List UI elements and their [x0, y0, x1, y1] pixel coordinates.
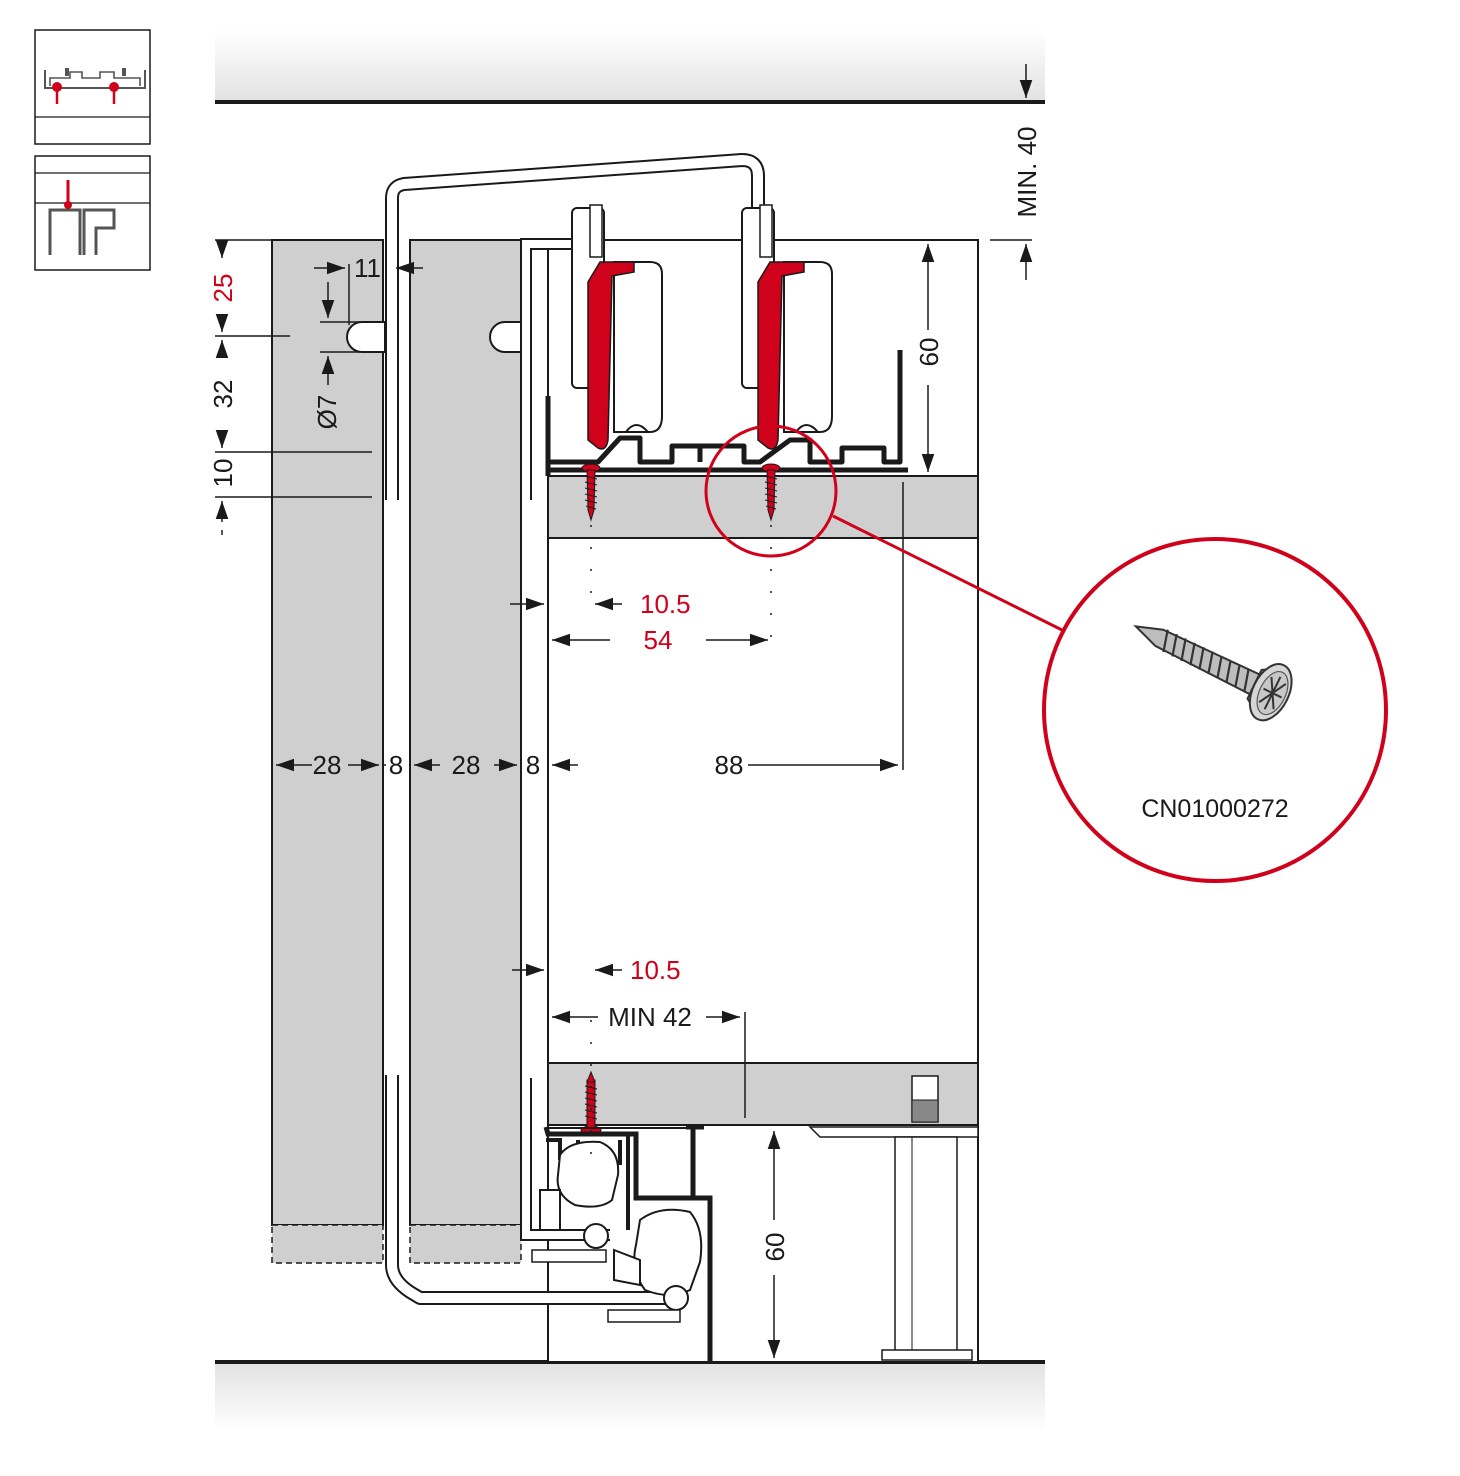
dim-diameter: Ø7: [312, 395, 342, 430]
inner-door: [409, 239, 522, 1226]
top-roller-left: [571, 204, 663, 450]
screw-icon: [1133, 625, 1293, 722]
top-roller-right: [741, 204, 833, 450]
centerlines: [590, 525, 772, 1170]
top-track-profile: [545, 350, 908, 476]
dim-distance-88: 88: [715, 750, 744, 780]
screw-top-left-icon: [581, 463, 601, 522]
dim-min-40: MIN. 40: [1012, 126, 1042, 217]
ceiling: [215, 30, 1045, 104]
door-panels: [271, 239, 522, 1264]
dim-top-25: 25: [208, 274, 238, 303]
dim-gap-11: 11: [354, 253, 381, 283]
detail-callout: CN01000272: [704, 424, 1388, 883]
hinge-hole: [346, 321, 386, 353]
dim-height-60-bottom: 60: [760, 1233, 790, 1262]
dim-gap-8-b: 8: [526, 750, 540, 780]
dim-bottom-10: 10: [208, 459, 238, 488]
dim-door-28-b: 28: [452, 750, 481, 780]
inner-door-extension: [409, 1224, 522, 1264]
top-shelf: [547, 475, 979, 539]
hinge-hole-inner: [489, 321, 522, 353]
dim-offset-10-5-bottom: 10.5: [630, 955, 681, 985]
dimension-lines: [215, 64, 1033, 1358]
dim-gap-8-a: 8: [389, 750, 403, 780]
dim-height-60-top: 60: [914, 338, 944, 367]
dim-door-28-a: 28: [313, 750, 342, 780]
dim-hole-32: 32: [208, 380, 238, 409]
thumbnail-ceiling-mount[interactable]: [34, 29, 151, 145]
cabinet-leg: [808, 1075, 979, 1361]
part-number: CN01000272: [1141, 795, 1288, 823]
wall-mount-icon: [35, 172, 150, 255]
dim-distance-54: 54: [644, 625, 673, 655]
ceiling-mount-icon: [35, 68, 150, 118]
floor: [215, 1360, 1045, 1432]
outer-door-extension: [271, 1224, 384, 1264]
outer-door: [271, 239, 384, 1226]
bottom-shelf: [547, 1062, 979, 1126]
dim-offset-10-5-top: 10.5: [640, 589, 691, 619]
screw-top-right-icon: [761, 463, 781, 522]
bottom-track-profile: [531, 1124, 713, 1362]
dim-min-42: MIN 42: [608, 1002, 692, 1032]
thumbnail-wall-mount[interactable]: [34, 155, 151, 271]
